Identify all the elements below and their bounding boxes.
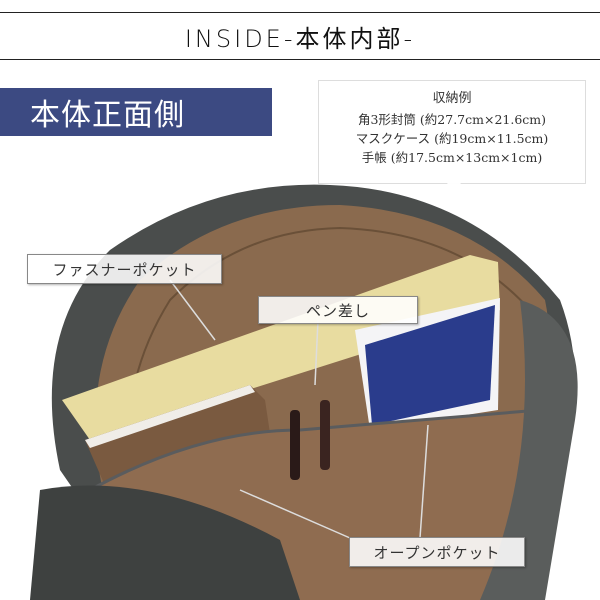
callout-open-pocket: オープンポケット xyxy=(349,537,525,567)
storage-example-item: マスクケース (約19cm×11.5cm) xyxy=(355,131,549,146)
page-header: INSIDE-本体内部- xyxy=(0,12,600,60)
storage-example-item: 角3形封筒 (約27.7cm×21.6cm) xyxy=(357,112,547,127)
page-title: INSIDE-本体内部- xyxy=(184,24,416,53)
section-label: 本体正面側 xyxy=(0,88,272,136)
callout-zipper-pocket: ファスナーポケット xyxy=(27,254,222,284)
storage-examples-title: 収納例 xyxy=(432,91,472,106)
storage-example-item: 手帳 (約17.5cm×13cm×1cm) xyxy=(361,150,543,165)
storage-examples-box: 収納例 角3形封筒 (約27.7cm×21.6cm) マスクケース (約19cm… xyxy=(318,80,586,192)
callout-pen-holder: ペン差し xyxy=(258,296,418,324)
